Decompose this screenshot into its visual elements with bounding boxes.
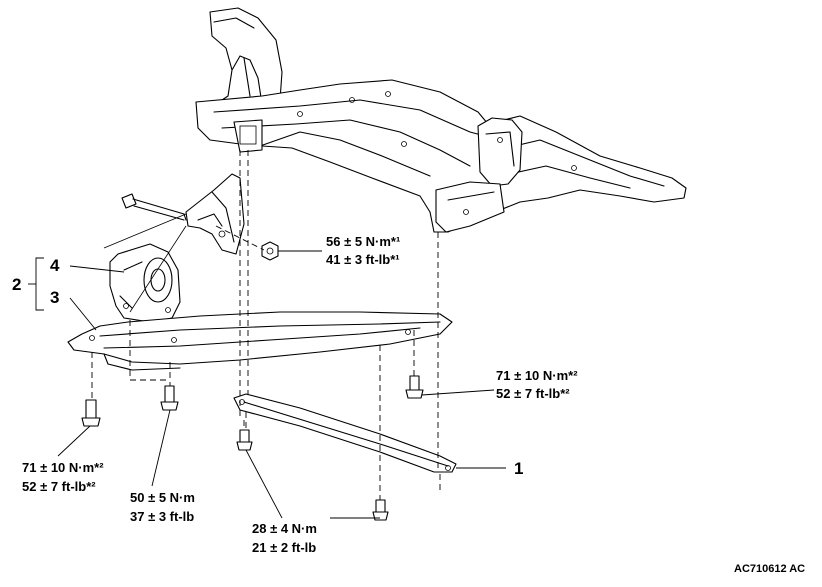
callout-2: 2: [12, 275, 21, 294]
callout-3: 3: [50, 288, 59, 307]
torque-bottom-nm: 28 ± 4 N·m: [252, 521, 317, 536]
roll-stop-bracket: [67, 311, 453, 371]
bolt-left: [81, 399, 101, 427]
group-bracket: [35, 257, 44, 311]
torque-mid-nm: 50 ± 5 N·m: [130, 490, 195, 505]
torque-bottom-ftlb: 21 ± 2 ft-lb: [252, 540, 316, 555]
alignment-lines: [91, 150, 441, 500]
mount-nut: [261, 241, 279, 261]
callout-1: 1: [514, 459, 523, 478]
torque-left-ftlb: 52 ± 7 ft-lb*²: [22, 479, 96, 494]
crossmember-subframe: [195, 7, 687, 233]
torque-right-ftlb: 52 ± 7 ft-lb*²: [496, 386, 570, 401]
bolt-right: [405, 375, 424, 399]
mount-insulator: [109, 243, 181, 323]
torque-nut-nm: 56 ± 5 N·m*¹: [326, 234, 400, 249]
torque-left-nm: 71 ± 10 N·m*²: [22, 460, 104, 475]
upper-bolt: [121, 193, 187, 221]
bolt-brace-left: [236, 429, 253, 451]
figure-code: AC710612 AC: [734, 563, 805, 575]
lower-brace: [233, 393, 457, 473]
bolt-brace-right: [372, 499, 389, 521]
torque-mid-ftlb: 37 ± 3 ft-lb: [130, 509, 194, 524]
callout-4: 4: [50, 256, 60, 275]
leader-lines: [57, 250, 506, 519]
upper-mount-bracket: [185, 173, 245, 255]
torque-nut-ftlb: 41 ± 3 ft-lb*¹: [326, 252, 400, 267]
bolt-middle: [160, 385, 179, 411]
torque-right-nm: 71 ± 10 N·m*²: [496, 368, 578, 383]
